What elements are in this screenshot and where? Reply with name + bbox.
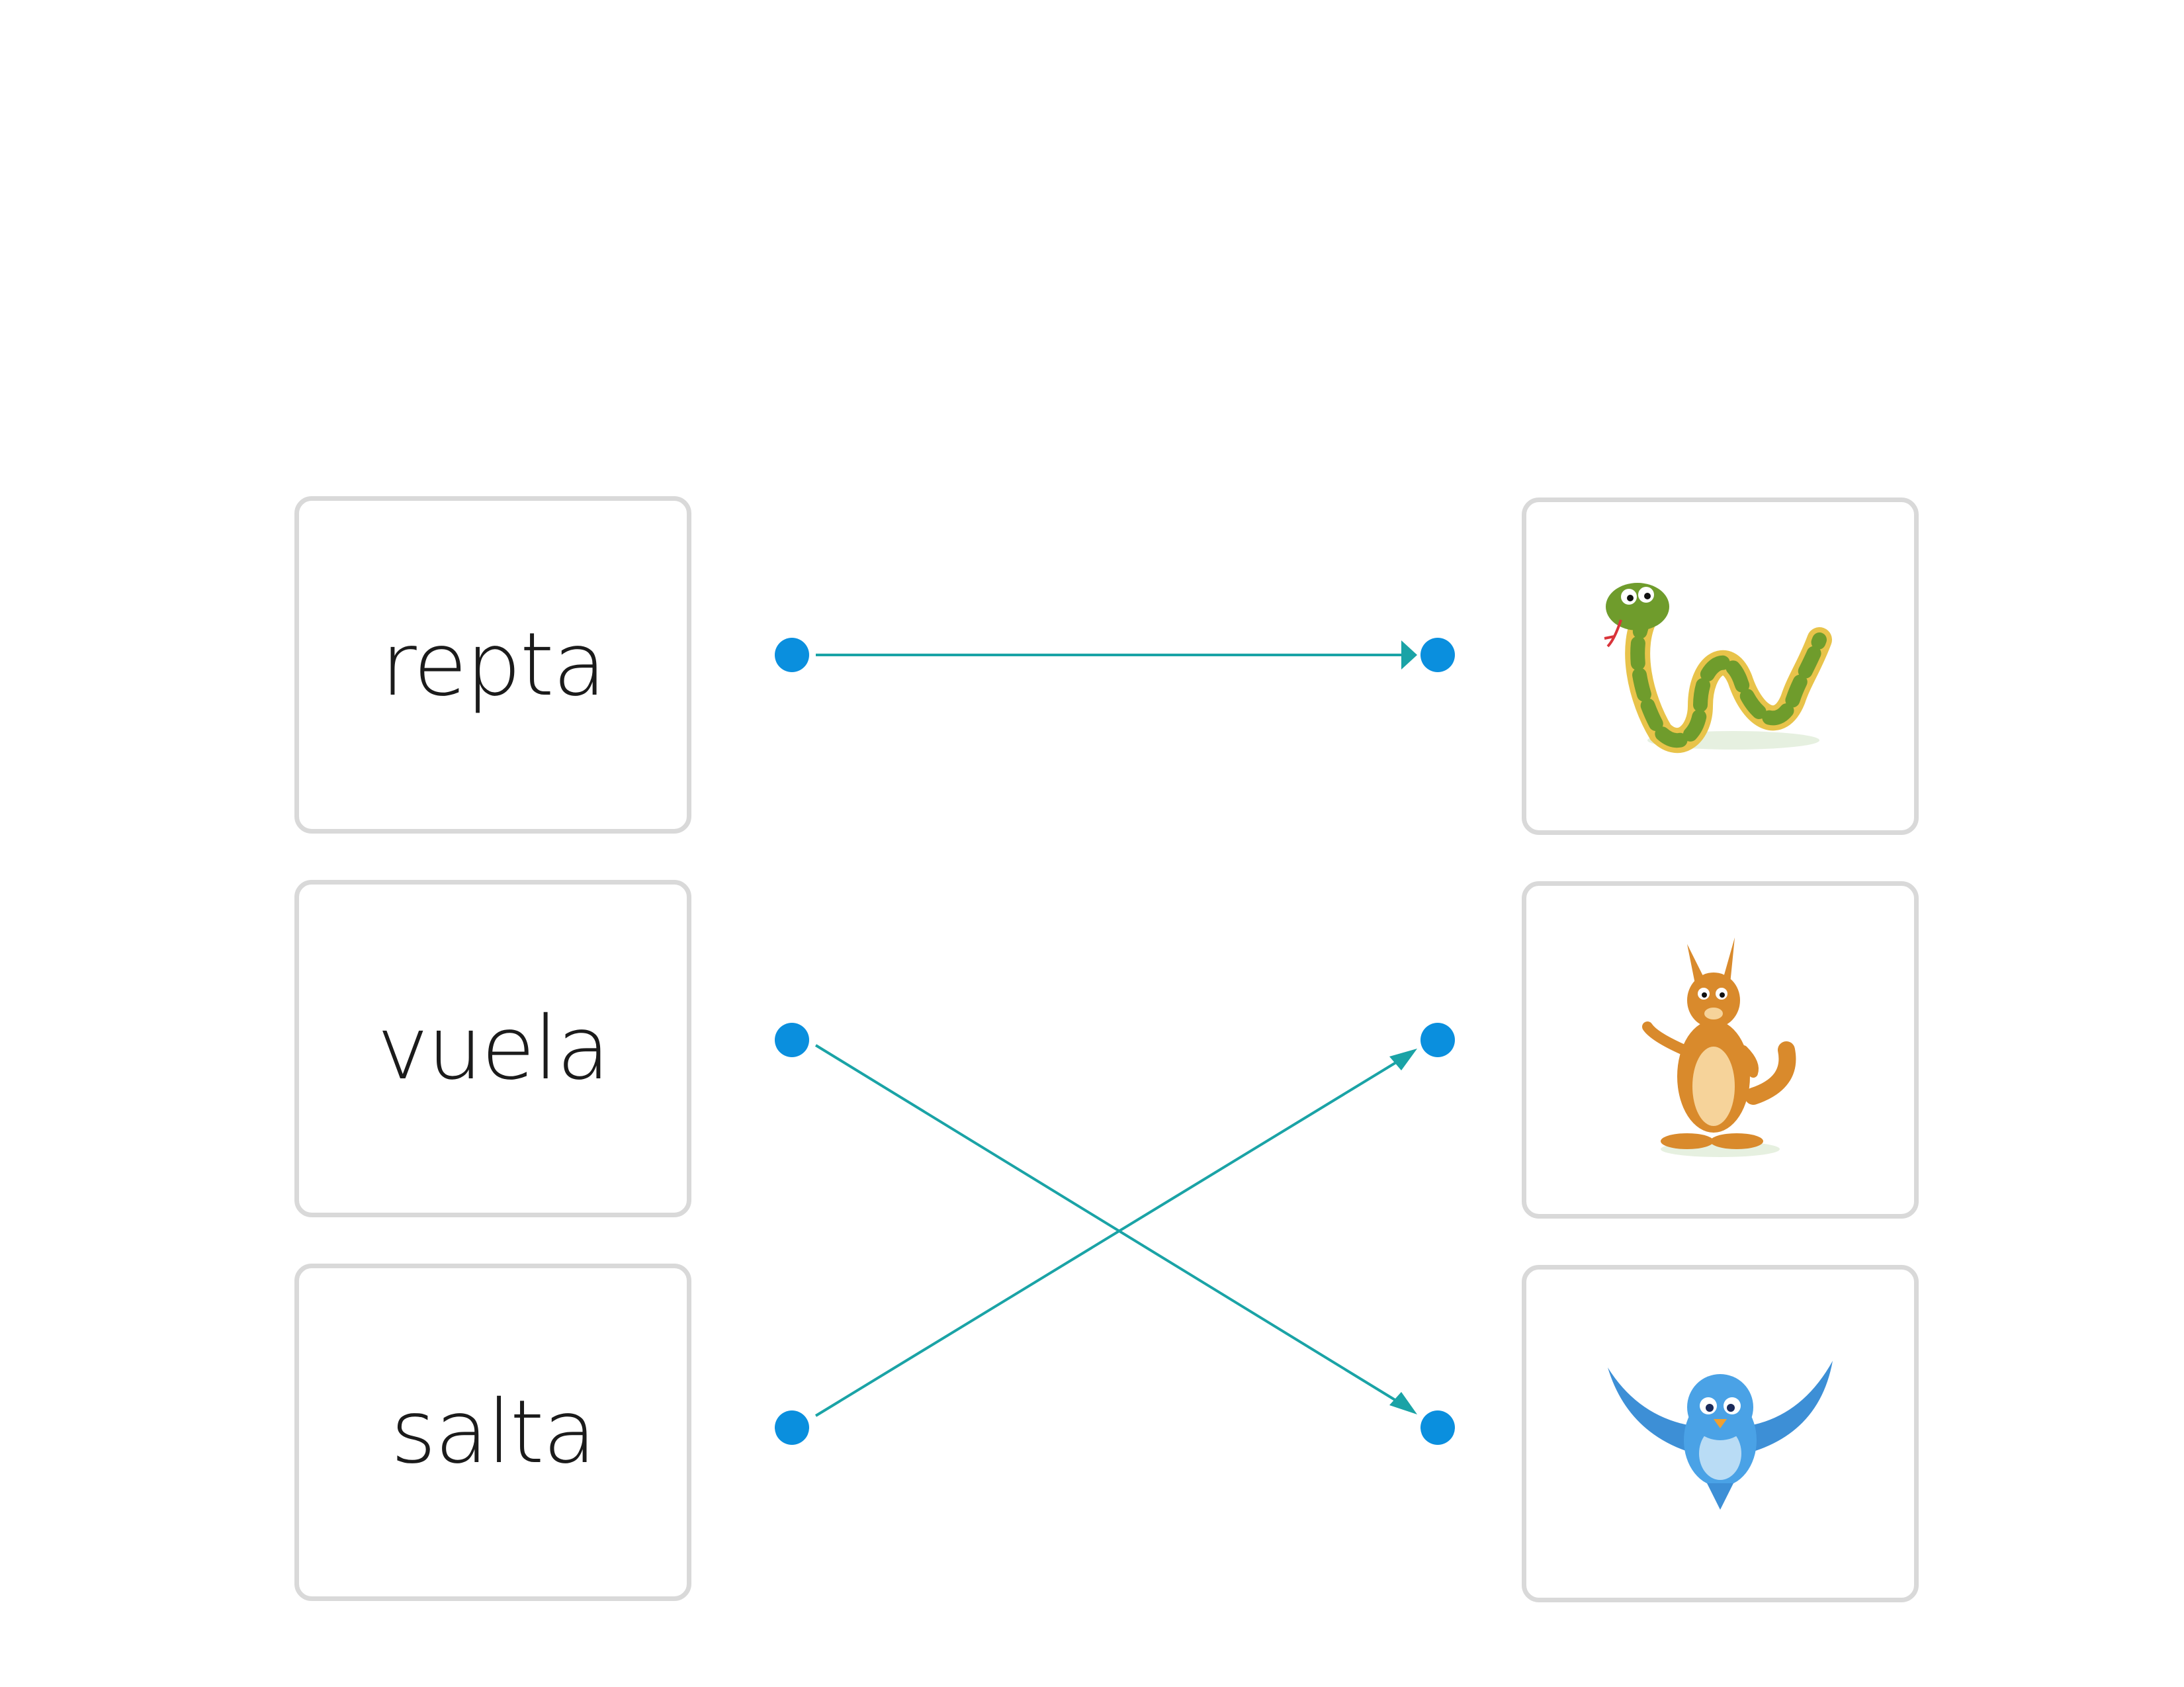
left-connector-dot-salta[interactable]	[775, 1410, 809, 1445]
picture-card-snake[interactable]	[1522, 497, 1919, 835]
picture-card-kangaroo[interactable]	[1522, 881, 1919, 1219]
kangaroo-icon	[1642, 937, 1796, 1157]
word-label: repta	[380, 614, 606, 716]
left-connector-dot-repta[interactable]	[775, 638, 809, 672]
word-card-vuela[interactable]: vuela	[294, 880, 691, 1217]
right-connector-dot-bird[interactable]	[1420, 1410, 1455, 1445]
right-connector-dot-snake[interactable]	[1420, 638, 1455, 672]
arrowhead	[1389, 1049, 1417, 1070]
bird-icon	[1608, 1361, 1833, 1510]
connection-line-salta-kangaroo	[814, 1054, 1409, 1417]
snake-icon	[1604, 583, 1832, 754]
picture-card-bird[interactable]	[1522, 1265, 1919, 1602]
word-card-repta[interactable]: repta	[294, 496, 691, 834]
word-label: salta	[390, 1381, 597, 1483]
word-card-salta[interactable]: salta	[294, 1264, 691, 1601]
word-label: vuela	[376, 998, 611, 1100]
arrowhead	[1401, 640, 1417, 670]
connection-line-vuela-bird	[814, 1044, 1409, 1409]
left-connector-dot-vuela[interactable]	[775, 1023, 809, 1057]
arrowhead	[1389, 1392, 1417, 1414]
right-connector-dot-kangaroo[interactable]	[1420, 1023, 1455, 1057]
